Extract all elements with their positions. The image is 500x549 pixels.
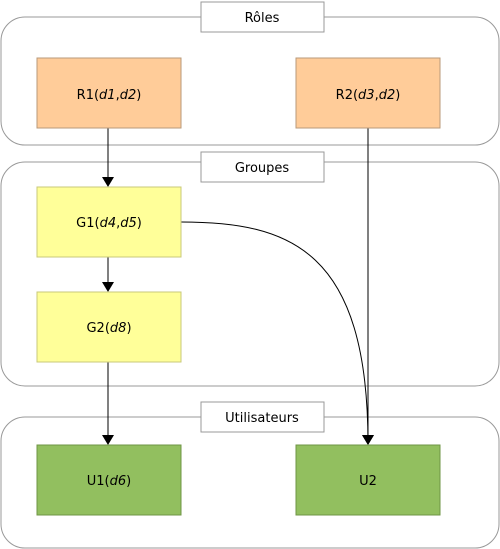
node-g1: G1(d4,d5): [36, 186, 182, 258]
node-param: d4: [100, 216, 117, 231]
node-g2-label: G2(d8): [86, 321, 131, 336]
edges: [102, 128, 374, 445]
groups-label: Groupes: [200, 151, 325, 183]
groups-label-text: Groupes: [235, 161, 290, 176]
paren-open: (: [94, 88, 99, 103]
node-param: d3: [358, 88, 375, 103]
paren-open: (: [105, 321, 110, 336]
param-separator: ,: [116, 216, 120, 231]
node-name: U1: [87, 474, 105, 489]
node-name: R2: [336, 88, 353, 103]
node-name: U2: [359, 474, 377, 489]
node-param: d5: [120, 216, 137, 231]
edge-g1-to-u2: [180, 221, 374, 445]
node-param: d8: [110, 321, 127, 336]
node-name: G1: [76, 216, 94, 231]
param-separator: ,: [116, 88, 120, 103]
node-param: d2: [120, 88, 137, 103]
paren-close: ): [126, 321, 131, 336]
node-param: d1: [99, 88, 116, 103]
node-r1-label: R1(d1,d2): [77, 88, 142, 103]
paren-close: ): [126, 474, 131, 489]
roles-label-text: Rôles: [245, 11, 280, 26]
node-u2: U2: [295, 444, 441, 516]
node-g2: G2(d8): [36, 291, 182, 363]
paren-close: ): [137, 216, 142, 231]
node-r2-label: R2(d3,d2): [336, 88, 401, 103]
node-g1-label: G1(d4,d5): [76, 216, 142, 231]
node-r1: R1(d1,d2): [36, 57, 182, 129]
paren-open: (: [95, 216, 100, 231]
node-u1: U1(d6): [36, 444, 182, 516]
node-u2-label: U2: [359, 474, 377, 489]
node-u1-label: U1(d6): [87, 474, 131, 489]
paren-open: (: [353, 88, 358, 103]
users-label-text: Utilisateurs: [225, 411, 299, 426]
node-name: R1: [77, 88, 94, 103]
paren-open: (: [105, 474, 110, 489]
param-separator: ,: [375, 88, 379, 103]
node-param: d6: [110, 474, 127, 489]
node-r2: R2(d3,d2): [295, 57, 441, 129]
roles-label: Rôles: [200, 1, 325, 33]
node-param: d2: [379, 88, 396, 103]
paren-close: ): [395, 88, 400, 103]
paren-close: ): [136, 88, 141, 103]
node-name: G2: [86, 321, 104, 336]
users-label: Utilisateurs: [200, 401, 325, 433]
